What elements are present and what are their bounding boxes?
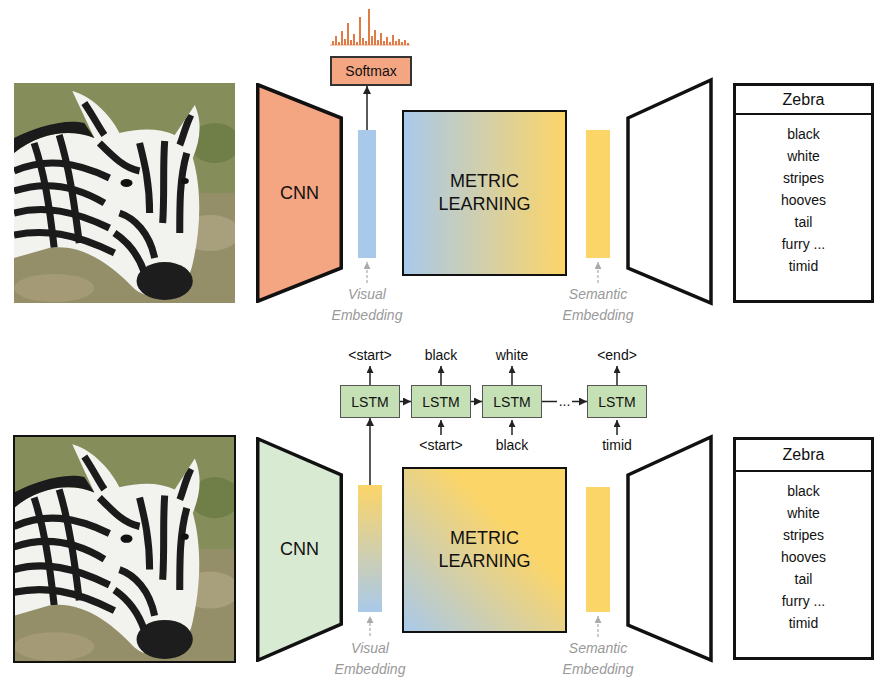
dashed-pointer (366, 262, 367, 283)
word-arrow (616, 420, 618, 435)
dashed-pointer (597, 262, 598, 283)
trapezoid-outline (258, 439, 342, 661)
trapezoid-outline (258, 85, 342, 302)
word-arrow (369, 366, 371, 385)
node-label: METRIC LEARNING (438, 170, 530, 216)
word-token-box: <start> (325, 346, 415, 364)
lstm-cell: LSTM (411, 385, 471, 418)
word-token: black (496, 437, 529, 453)
word-arrow (440, 420, 442, 435)
visual-embedding: Visual Embedding (358, 130, 376, 258)
node-label: CNN (280, 539, 319, 560)
embedding-label: Semantic Embedding (563, 638, 634, 679)
node-label: METRIC LEARNING (438, 527, 530, 573)
connector-arrow (366, 86, 368, 130)
semantic-embedding: Semantic Embedding (586, 487, 610, 612)
semantic-embedding: Semantic Embedding (586, 130, 610, 258)
word-token-box: white (467, 346, 557, 364)
word-token: <start> (348, 347, 392, 363)
attribute-table: Zebra black white stripes hooves tail fur… (733, 83, 874, 303)
word-token-box: black (467, 436, 557, 454)
word-arrow (511, 420, 513, 435)
word-arrow (370, 366, 617, 435)
word-arrow (440, 366, 442, 385)
lstm-cell: LSTM (587, 385, 647, 418)
connector-arrow (400, 401, 411, 403)
zebra-photo (14, 436, 240, 662)
lstm-cell: LSTM (482, 385, 542, 418)
edge-label: ... (557, 393, 573, 409)
decoder-trapezoid (628, 80, 711, 303)
node-label: LSTM (422, 393, 459, 411)
visual-embedding: Visual Embedding (358, 485, 382, 612)
connector-arrow (471, 401, 482, 403)
word-token-box: <end> (572, 346, 662, 364)
decoder-trapezoid (628, 80, 711, 660)
attribute-table: Zebra black white stripes hooves tail fur… (733, 437, 874, 660)
embedding-label: Visual Embedding (335, 638, 406, 679)
word-token: timid (602, 437, 632, 453)
softmax-histogram (333, 9, 408, 45)
dashed-pointer (597, 616, 598, 637)
word-token: <end> (597, 347, 637, 363)
embedding-label: Visual Embedding (332, 284, 403, 326)
word-token-box: timid (572, 436, 662, 454)
attribute-list: black white stripes hooves tail furry ..… (781, 123, 826, 277)
node-label: LSTM (351, 393, 388, 411)
word-token-box: black (396, 346, 486, 364)
word-token-box: <start> (396, 436, 486, 454)
embedding-label: Semantic Embedding (563, 284, 634, 326)
node-label: LSTM (598, 393, 635, 411)
metric-learning-box: METRIC LEARNING (402, 467, 567, 633)
softmax-histogram (330, 9, 410, 45)
metric-learning-box: METRIC LEARNING (402, 110, 567, 276)
node-label: CNN (280, 183, 319, 204)
word-token: black (425, 347, 458, 363)
word-token: <start> (419, 437, 463, 453)
connector-arrow (369, 418, 371, 485)
class-name: Zebra (736, 86, 871, 115)
node-label: Softmax (345, 62, 396, 80)
cnn-encoder: CNN (256, 83, 343, 303)
word-arrow (511, 366, 513, 385)
zebra-photo (14, 436, 235, 662)
attribute-list: black white stripes hooves tail furry ..… (781, 480, 826, 634)
zebra-photo (14, 83, 240, 303)
word-token: white (496, 347, 529, 363)
class-name: Zebra (736, 440, 871, 472)
zebra-photo (14, 83, 240, 662)
word-arrow (616, 366, 618, 385)
dashed-pointer (369, 616, 370, 636)
node-label: LSTM (493, 393, 530, 411)
decoder-trapezoid (628, 437, 711, 660)
edge-label-patch: ... (545, 392, 585, 410)
lstm-cell: LSTM (340, 385, 400, 418)
softmax-box: Softmax (330, 56, 412, 86)
cnn-encoder: CNN (256, 437, 343, 662)
